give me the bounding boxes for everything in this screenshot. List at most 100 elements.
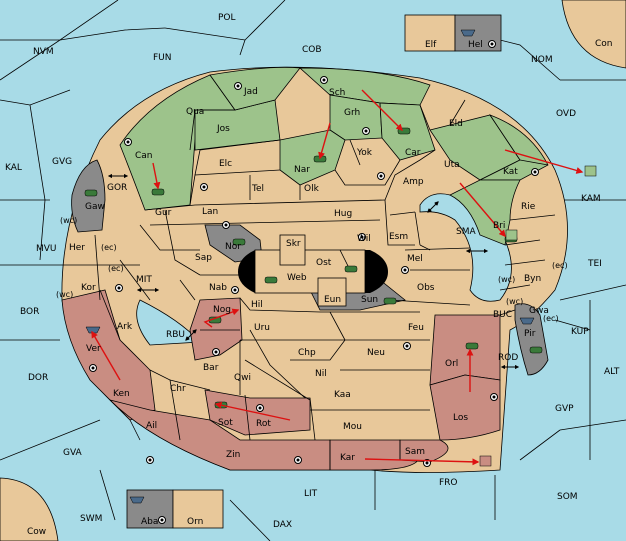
label-hel: Hel [468,40,483,50]
label-nil: Nil [315,369,327,379]
label-bar: Bar [203,363,219,373]
label-kor-wc: (wc) [56,290,73,299]
label-hug: Hug [334,209,352,219]
label-kam: KAM [581,194,601,204]
label-ovd: OVD [556,109,576,119]
region-con[interactable] [561,0,626,69]
label-ail: Ail [146,421,157,431]
label-gvg: GVG [52,157,72,167]
label-sma: SMA [456,227,476,237]
label-bri: Bri [493,221,505,231]
label-lit: LIT [304,489,318,499]
retreat-marker-kam [584,165,597,177]
label-skr: Skr [286,239,301,249]
region-eun[interactable] [317,277,347,307]
label-orn: Orn [187,517,203,527]
label-los: Los [453,413,468,423]
label-neu: Neu [367,348,385,358]
label-gwa: Gwa [529,306,549,316]
label-ken: Ken [113,389,130,399]
label-fro: FRO [439,478,458,488]
label-yok: Yok [356,148,373,158]
label-mit: MIT [136,275,152,285]
label-amp: Amp [403,177,424,187]
label-gwa-wc: (wc) [506,297,523,306]
label-alt: ALT [604,367,620,377]
label-sot: Sot [218,418,233,428]
label-tel: Tel [251,184,264,194]
label-gvp: GVP [555,404,574,414]
label-gaw: Gaw [85,202,105,212]
label-her-ec: (ec) [101,243,117,252]
label-con: Con [595,39,613,49]
label-byn: Byn [524,274,541,284]
region-skr[interactable] [279,234,306,266]
label-rot: Rot [256,419,271,429]
label-mvu: MVU [36,244,57,254]
label-esm: Esm [389,232,408,242]
label-cob: COB [302,45,322,55]
label-ark: Ark [117,322,133,332]
label-hil: Hil [251,300,263,310]
label-car: Car [405,148,421,158]
label-her-wc: (wc) [60,216,77,225]
region-zin[interactable] [108,399,331,471]
label-kar: Kar [340,453,355,463]
region-orl[interactable] [429,314,501,386]
label-uru: Uru [254,323,270,333]
label-eun: Eun [324,295,341,305]
label-gva: GVA [63,448,83,458]
label-rod: ROD [498,353,518,363]
label-sun: Sun [361,295,378,305]
adjacency-arrows [109,176,518,367]
label-sch: Sch [329,88,345,98]
label-kor: Kor [81,283,96,293]
label-sap: Sap [195,253,212,263]
label-her: Her [69,243,85,253]
label-fun: FUN [153,53,172,63]
label-sam: Sam [405,447,425,457]
region-los[interactable] [429,374,501,441]
label-elc: Elc [219,159,232,169]
label-gwa-ec: (ec) [543,314,559,323]
label-dax: DAX [273,520,292,530]
label-pir: Pir [524,329,536,339]
label-kor-ec: (ec) [108,264,124,273]
label-bor: BOR [20,307,39,317]
label-dor: DOR [28,373,48,383]
label-kup: KUP [571,327,589,337]
label-tei: TEI [587,259,602,269]
label-obs: Obs [417,283,435,293]
region-jad[interactable] [209,66,301,111]
units [84,29,597,504]
label-qwi: Qwi [234,373,251,383]
label-can: Can [135,151,153,161]
label-gur: Gur [155,208,172,218]
label-kal: KAL [5,163,22,173]
label-chr: Chr [170,384,186,394]
region-labels: POL NVM FUN COB NOM Con Elf Hel OVD KAL … [5,13,620,537]
label-nar: Nar [294,165,310,175]
label-web: Web [287,273,307,283]
label-ost: Ost [316,258,332,268]
retreat-marker-bri [505,229,518,241]
label-orl: Orl [445,359,458,369]
label-qua: Qua [186,107,204,117]
fleet-unit [85,29,535,504]
label-elf: Elf [425,40,437,50]
label-ver: Ver [86,344,101,354]
label-pol: POL [218,13,236,23]
label-mel: Mel [407,254,423,264]
order-arrows [91,89,584,466]
label-rie: Rie [521,202,536,212]
label-aba: Aba [141,517,158,527]
label-eld: Eld [449,119,463,129]
label-jos: Jos [216,124,230,134]
region-orn[interactable] [172,489,224,529]
label-lan: Lan [202,207,218,217]
label-grh: Grh [344,108,360,118]
label-feu: Feu [408,323,424,333]
army-unit [84,127,543,409]
